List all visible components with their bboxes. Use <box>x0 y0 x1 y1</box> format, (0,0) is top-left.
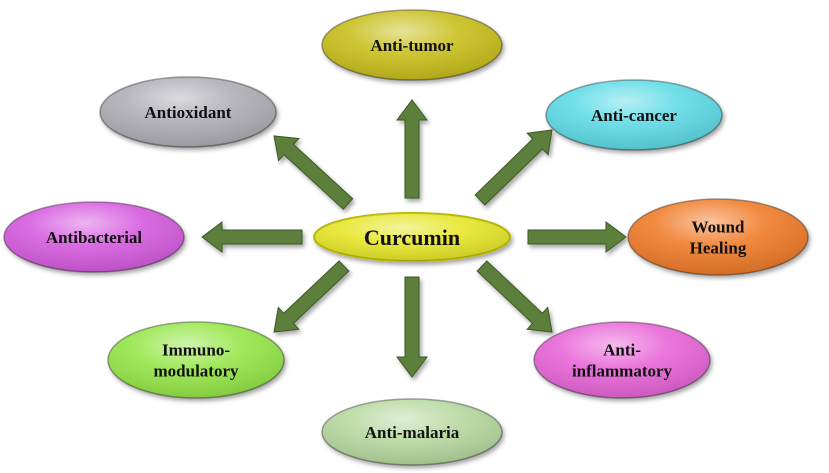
node-label: inflammatory <box>572 362 673 381</box>
node-label: Immuno- <box>162 341 230 360</box>
arrow-to-anti-tumor <box>396 99 428 199</box>
center-label: Curcumin <box>364 225 460 250</box>
arrow-to-antibacterial <box>201 221 303 253</box>
arrow-to-immunomodulatory <box>273 260 350 333</box>
node-anti-inflammatory: Anti-inflammatory <box>533 321 711 399</box>
node-anti-malaria: Anti-malaria <box>321 398 503 466</box>
node-label: Anti-tumor <box>370 36 454 55</box>
nodes: Anti-tumorAnti-cancerWoundHealingAnti-in… <box>3 9 809 466</box>
arrow-to-wound-healing <box>527 221 627 253</box>
arrow-to-antioxidant <box>273 135 354 210</box>
node-gloss <box>546 80 722 150</box>
node-label: Antioxidant <box>145 103 232 122</box>
arrow-to-anti-malaria <box>396 276 428 378</box>
center-gloss <box>314 213 510 261</box>
node-anti-cancer: Anti-cancer <box>545 79 723 151</box>
node-gloss <box>4 202 184 272</box>
arrows <box>201 99 627 378</box>
node-gloss <box>534 322 710 398</box>
node-label: Wound <box>692 218 745 237</box>
arrow-to-anti-inflammatory <box>476 260 553 333</box>
node-gloss <box>322 10 502 80</box>
node-gloss <box>100 77 276 147</box>
node-label: Anti-cancer <box>591 106 677 125</box>
node-anti-tumor: Anti-tumor <box>321 9 503 81</box>
node-label: Healing <box>690 239 747 258</box>
node-label: Antibacterial <box>46 228 143 247</box>
node-label: Anti-malaria <box>365 423 460 442</box>
arrow-to-anti-cancer <box>474 129 553 206</box>
node-label: modulatory <box>154 362 240 381</box>
node-gloss <box>322 399 502 465</box>
node-gloss <box>628 199 808 275</box>
center-node: Curcumin <box>313 212 511 262</box>
node-antibacterial: Antibacterial <box>3 201 185 273</box>
node-label: Anti- <box>603 341 641 360</box>
node-antioxidant: Antioxidant <box>99 76 277 148</box>
node-gloss <box>108 322 284 398</box>
node-immunomodulatory: Immuno-modulatory <box>107 321 285 399</box>
